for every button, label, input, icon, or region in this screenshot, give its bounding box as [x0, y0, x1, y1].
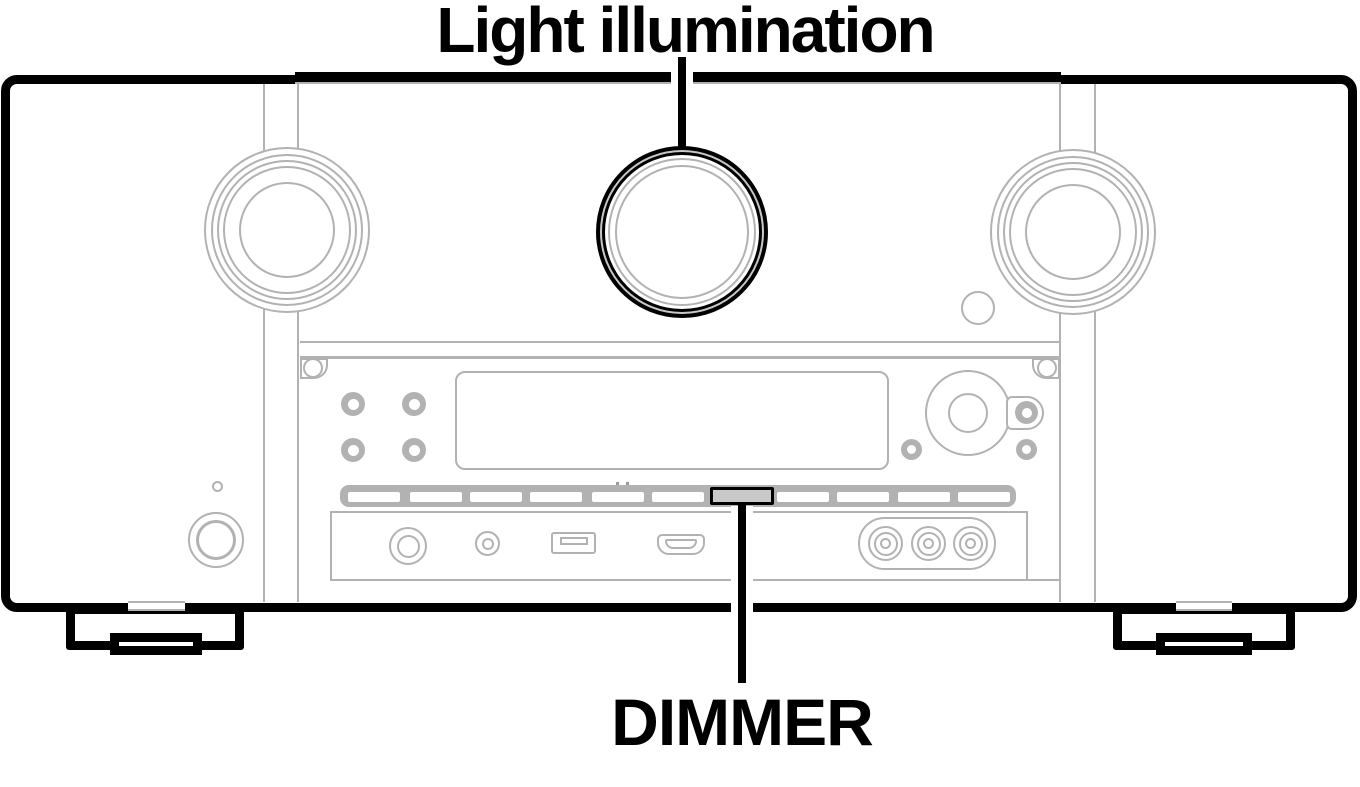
aux-rca-jack-pin — [965, 538, 976, 549]
headphone-jack-hole — [396, 534, 420, 558]
left-knob-ring — [217, 160, 357, 300]
aux-rca-jack-ring — [916, 531, 941, 556]
aux-rca-jack — [911, 526, 946, 561]
hdmi-port-slot — [665, 539, 697, 549]
right-knob-ring — [1009, 168, 1137, 296]
right-foot-seam — [1176, 601, 1232, 611]
connector-panel-bottom-line — [331, 579, 1061, 581]
center-knob-ring — [615, 165, 749, 299]
strip-button — [652, 492, 704, 502]
inset-top-line-1 — [300, 341, 1060, 343]
right-pillar-line-outer — [1094, 84, 1096, 602]
strip-button — [777, 492, 829, 502]
power-indicator-led — [212, 481, 223, 492]
panel-button — [341, 392, 365, 416]
headphone-jack — [389, 527, 427, 565]
right-foot-pad — [1156, 633, 1252, 655]
bottom-callout-line — [738, 504, 746, 683]
front-button-strip — [340, 485, 1016, 507]
connector-panel-left-edge — [330, 511, 332, 581]
left-knob-center — [239, 182, 335, 278]
left-knob — [204, 147, 370, 313]
right-knob-ring — [997, 156, 1149, 308]
dimmer-label: DIMMER — [611, 685, 874, 759]
cursor-wheel-center — [948, 393, 988, 433]
strip-button — [530, 492, 582, 502]
setup-mic-jack-hole — [481, 537, 494, 550]
dimmer-button — [710, 487, 774, 505]
small-round-button — [1016, 439, 1037, 460]
center-knob-ring — [608, 158, 756, 306]
screw-icon — [1037, 358, 1057, 378]
panel-button — [402, 438, 426, 462]
screw-icon — [303, 358, 323, 378]
panel-button — [341, 438, 365, 462]
display-window — [455, 371, 889, 470]
left-knob-ring — [211, 154, 363, 306]
light-illumination-label: Light illumination — [436, 0, 935, 66]
speck — [626, 482, 629, 485]
aux-rca-jack-ring — [873, 531, 898, 556]
left-foot-seam — [128, 601, 185, 611]
strip-button — [898, 492, 950, 502]
top-callout-line — [678, 57, 686, 148]
aux-rca-jack — [953, 526, 988, 561]
connector-panel-top-line — [331, 511, 1028, 513]
right-knob — [990, 149, 1156, 315]
light-illumination-ring — [596, 146, 768, 318]
aux-rca-jack-ring — [958, 531, 983, 556]
right-knob-center — [1025, 184, 1121, 280]
aux-rca-jack-pin — [923, 538, 934, 549]
wheel-side-button — [1015, 401, 1038, 424]
center-knob — [602, 152, 762, 312]
setup-mic-jack — [475, 531, 500, 556]
panel-button — [402, 392, 426, 416]
small-indicator-circle — [961, 291, 995, 325]
left-pillar-line-outer — [263, 84, 265, 602]
cursor-wheel — [925, 370, 1011, 456]
right-knob-ring — [1003, 162, 1143, 302]
connector-panel-right-edge — [1026, 511, 1028, 581]
left-knob-ring — [223, 166, 351, 294]
strip-button — [592, 492, 644, 502]
right-pillar-line-inner — [1059, 84, 1061, 602]
speck — [616, 482, 619, 485]
power-button — [188, 512, 244, 568]
power-button-ring — [196, 520, 236, 560]
aux-rca-jack — [868, 526, 903, 561]
left-foot-pad — [110, 633, 202, 655]
inset-top-line-2 — [300, 356, 1060, 359]
strip-button — [958, 492, 1010, 502]
usb-port-blade — [560, 537, 588, 545]
aux-rca-jack-pin — [880, 538, 891, 549]
strip-button — [410, 492, 462, 502]
left-pillar-line-inner — [297, 84, 299, 602]
strip-button — [348, 492, 400, 502]
strip-button — [470, 492, 522, 502]
strip-button — [837, 492, 889, 502]
small-round-button — [901, 439, 922, 460]
